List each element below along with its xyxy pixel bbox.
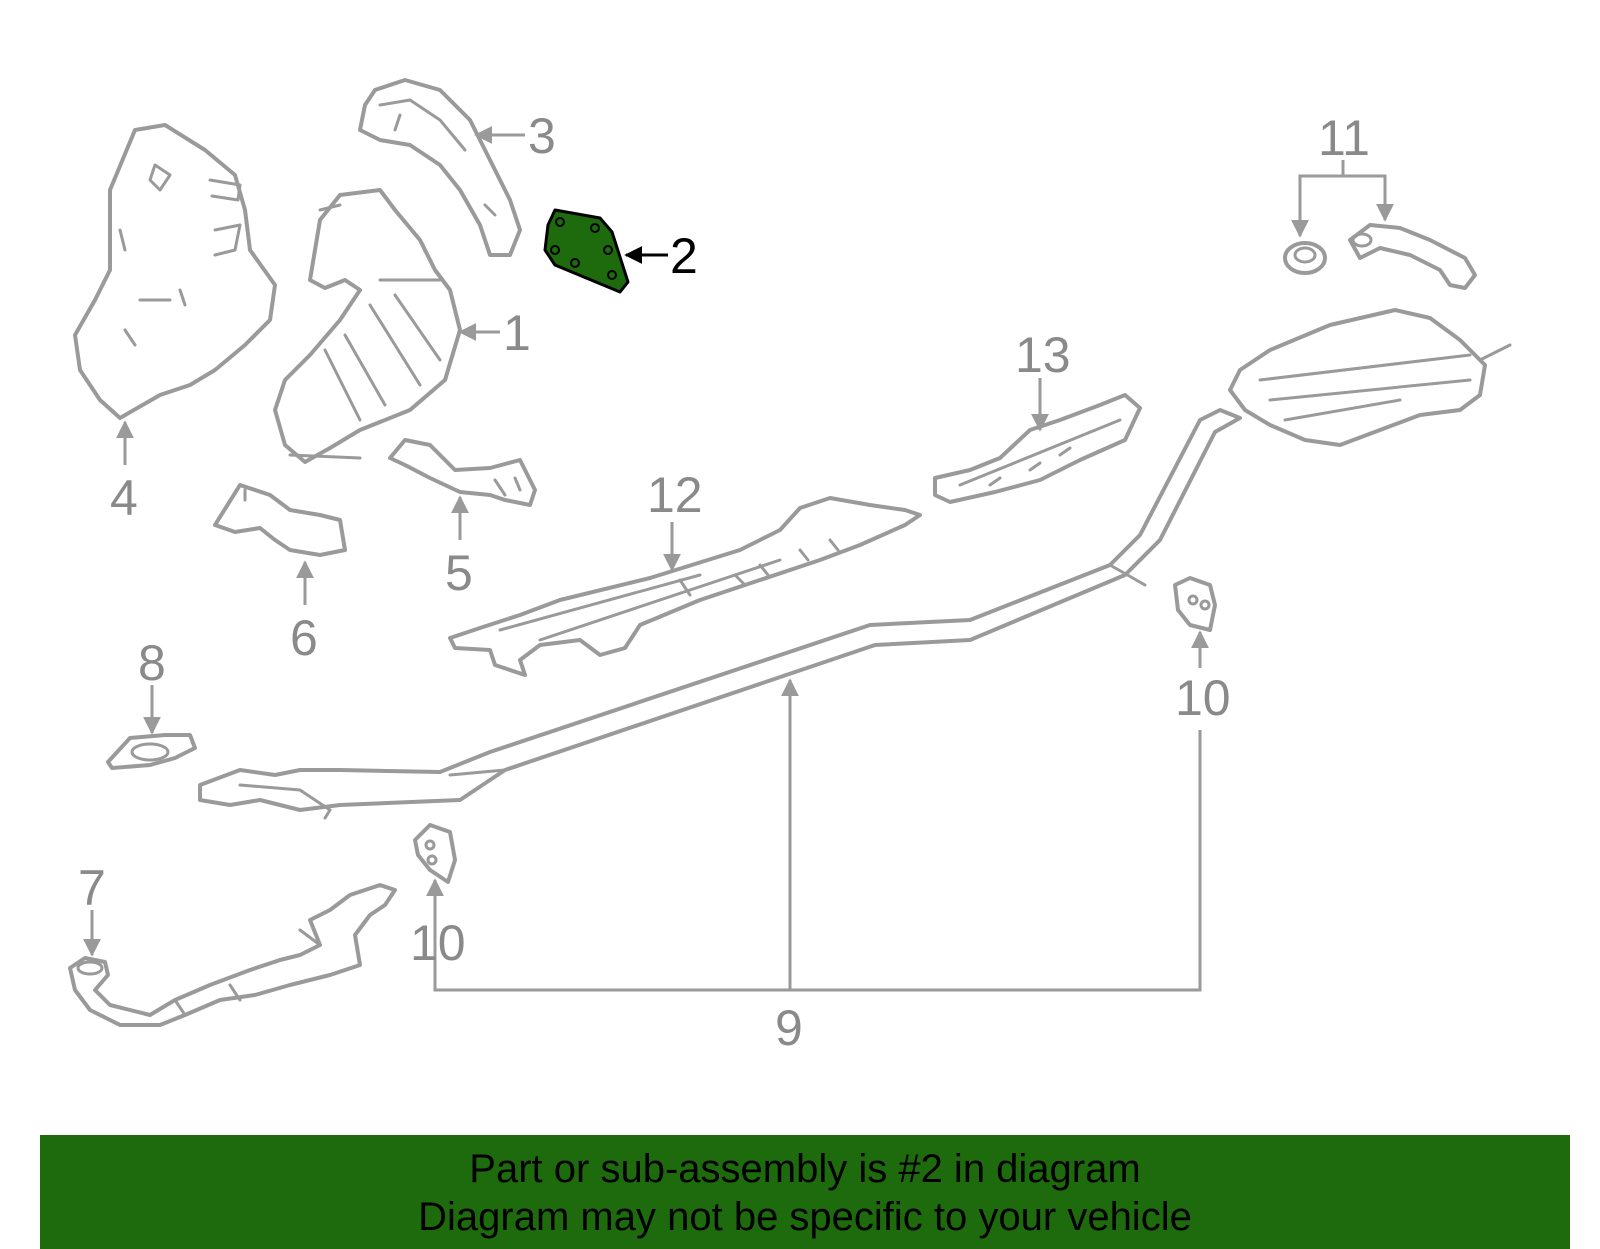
part-4-heat-shield[interactable] [73,123,277,420]
part-10-hanger-rear[interactable] [1173,576,1217,632]
part-11-tail-pipe[interactable] [1348,223,1477,290]
part-1-catalytic-converter[interactable] [273,188,462,464]
callout-4: 4 [110,470,138,526]
part-3-upper-heat-shield[interactable] [358,78,522,257]
callout-7: 7 [78,860,106,916]
part-6-bracket[interactable] [213,483,347,557]
callout-5: 5 [445,545,473,601]
callout-9: 9 [775,1000,803,1056]
part-9-intermediate-pipe[interactable] [198,408,1242,820]
callout-11: 11 [1318,110,1370,166]
bracket-11 [1298,174,1387,225]
callout-10b: 10 [1175,670,1231,726]
part-7-front-pipe[interactable] [68,883,397,1027]
part-13-heat-shield[interactable] [933,393,1142,504]
callout-8: 8 [138,635,166,691]
callout-12: 12 [647,467,703,523]
banner-line-1: Part or sub-assembly is #2 in diagram [469,1147,1141,1191]
callout-10a: 10 [410,915,466,971]
callout-3: 3 [528,108,556,164]
bracket-9 [433,730,1202,992]
callout-1: 1 [503,305,531,361]
callout-13: 13 [1015,327,1071,383]
banner-line-2: Diagram may not be specific to your vehi… [418,1195,1192,1239]
part-11-grommet[interactable] [1283,241,1327,275]
part-12-heat-shield[interactable] [448,496,922,677]
callout-6: 6 [290,610,318,666]
part-2-gasket[interactable] [543,208,630,294]
info-banner: Part or sub-assembly is #2 in diagram Di… [40,1135,1570,1249]
callout-2: 2 [670,228,698,284]
part-10-hanger-front[interactable] [413,823,457,884]
part-8-flange-gasket[interactable] [106,733,197,770]
part-muffler [1228,308,1512,447]
part-5-bracket[interactable] [388,438,537,507]
